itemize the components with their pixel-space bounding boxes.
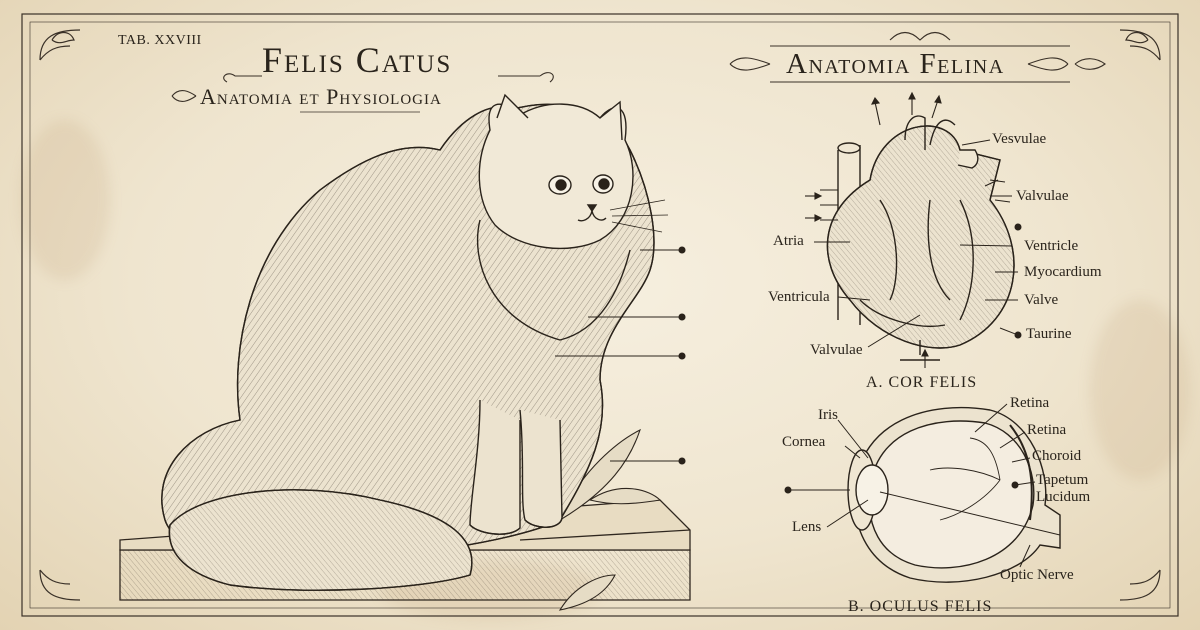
corner-ornament bbox=[39, 29, 1161, 601]
page-frame bbox=[21, 13, 1179, 617]
heart-label-ventricle: Ventricle bbox=[1024, 238, 1079, 254]
heart-label-valvulae-top: Valvulae bbox=[1016, 188, 1069, 204]
eye-label-lucidum: Lucidum bbox=[1036, 489, 1091, 505]
paper-stain bbox=[1090, 300, 1190, 480]
heart-label-valvulae-bottom: Valvulae bbox=[810, 342, 863, 358]
eye-label-retina-outer: Retina bbox=[1010, 395, 1050, 411]
page-subtitle: Anatomia et Physiologia bbox=[200, 84, 442, 109]
eye-label-retina-inner: Retina bbox=[1027, 422, 1067, 438]
heart-label-myocardium: Myocardium bbox=[1024, 264, 1102, 280]
eye-diagram bbox=[847, 406, 1061, 583]
section-title: Anatomia Felina bbox=[786, 48, 1005, 80]
heart-label-vesvulae: Vesvulae bbox=[992, 131, 1047, 147]
eye-label-optic-nerve: Optic Nerve bbox=[1000, 567, 1074, 583]
paper-stain bbox=[20, 120, 110, 280]
flourish-ornament bbox=[171, 31, 1106, 113]
eye-label-lens: Lens bbox=[792, 519, 822, 535]
eye-label-tapetum: Tapetum bbox=[1036, 472, 1089, 488]
eye-label-cornea: Cornea bbox=[782, 434, 826, 450]
heart-leader-lines bbox=[814, 139, 1022, 348]
heart-label-ventricula: Ventricula bbox=[768, 289, 830, 305]
heart-arrows bbox=[805, 91, 999, 368]
heart-diagram bbox=[820, 115, 1015, 361]
page-title: Felis Catus bbox=[262, 40, 453, 80]
eye-caption: B. OCULUS FELIS bbox=[848, 598, 993, 615]
heart-label-taurine: Taurine bbox=[1026, 326, 1072, 342]
heart-label-atria: Atria bbox=[773, 233, 804, 249]
eye-label-choroid: Choroid bbox=[1032, 448, 1082, 464]
cat-illustration bbox=[161, 93, 669, 591]
leader-dot bbox=[678, 246, 686, 254]
plate-number: TAB. XXVIII bbox=[118, 33, 202, 48]
eye-label-iris: Iris bbox=[818, 407, 838, 423]
cat-leader-lines bbox=[555, 246, 686, 465]
heart-label-valve: Valve bbox=[1024, 292, 1059, 308]
heart-caption: A. COR FELIS bbox=[866, 374, 978, 391]
eye-leader-lines bbox=[784, 403, 1036, 568]
